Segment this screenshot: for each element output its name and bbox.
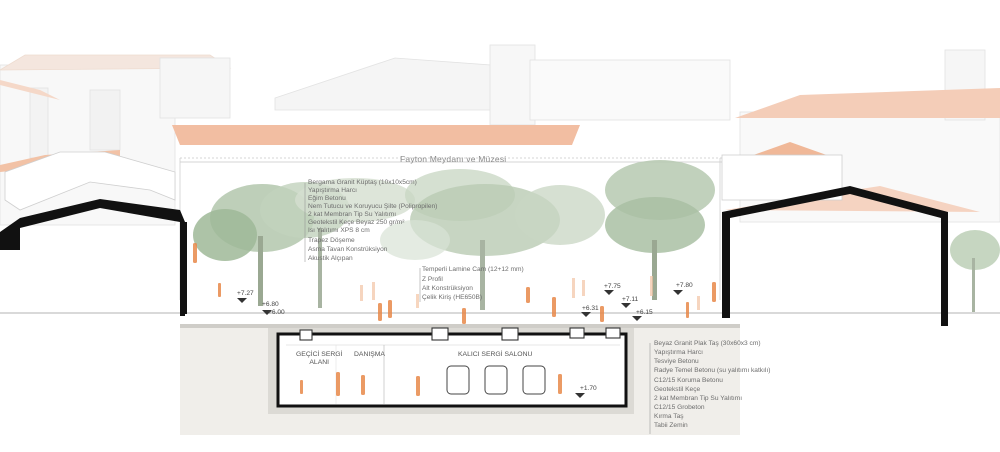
- dark-wall-sections: [0, 186, 948, 326]
- level-label: +7.27: [237, 290, 254, 297]
- roof-layer: Trapez Döşeme: [308, 237, 355, 244]
- roof-layer: Asma Tavan Konstrüksiyon: [308, 246, 388, 253]
- level-label: +6.15: [636, 309, 653, 316]
- level-label: +6.00: [268, 309, 285, 316]
- section-title: Fayton Meydanı ve Müzesi: [400, 154, 507, 164]
- level-label: +7.75: [604, 283, 621, 290]
- level-label: +6.80: [262, 301, 279, 308]
- roof-layer: Akustik Alçıpan: [308, 255, 353, 262]
- level-label: +7.80: [676, 282, 693, 289]
- roof-layer: Bergama Granit Küptaş (10x10x5cm): [308, 179, 417, 186]
- floor-layer: Yapıştırma Harcı: [654, 349, 703, 356]
- museum-box: [268, 328, 634, 414]
- level-label: +7.11: [622, 296, 639, 303]
- plaza-trees: [193, 160, 1000, 313]
- leader-lines: [304, 183, 651, 434]
- level-label: +1.70: [580, 385, 597, 392]
- faint-people: [360, 276, 700, 310]
- roof-layer: Yapıştırma Harcı: [308, 187, 357, 194]
- floor-layer: Geotekstil Keçe: [654, 386, 701, 393]
- skylights: [299, 327, 621, 341]
- roof-layer: Nem Tutucu ve Koruyucu Şilte (Polipropil…: [308, 203, 438, 210]
- floor-layer: 2 kat Membran Tip Su Yalıtımı: [654, 395, 743, 402]
- floor-layer: Kırma Taş: [654, 413, 684, 420]
- room-temporary-exhibition: GEÇİCİ SERGİ ALANI: [296, 351, 343, 367]
- floor-layer: Radye Temel Betonu (su yalıtımı katkılı): [654, 367, 771, 374]
- room-information: DANIŞMA: [354, 351, 385, 358]
- roof-layer: 2 kat Membran Tip Su Yalıtımı: [308, 211, 397, 218]
- roof-layer: Isı Yalıtımı XPS 8 cm: [308, 227, 370, 234]
- glass-layer: Z Profil: [422, 276, 443, 283]
- roof-layer: Geotekstil Keçe Beyaz 250 gr/m²: [308, 219, 405, 226]
- roof-layer: Eğim Betonu: [308, 195, 346, 202]
- level-markers: [237, 290, 683, 398]
- glass-layer: Alt Konstrüksiyon: [422, 285, 473, 292]
- floor-layer: Tesviye Betonu: [654, 358, 699, 365]
- floor-layer: Tabii Zemin: [654, 422, 688, 429]
- exhibit-carriages: [446, 365, 546, 395]
- floor-layer: Beyaz Granit Plak Taş (30x60x3 cm): [654, 340, 761, 347]
- floor-layer: C12/15 Koruma Betonu: [654, 377, 723, 384]
- background-roofs: [0, 80, 1000, 212]
- glass-layer: Temperli Lamine Cam (12+12 mm): [422, 266, 524, 273]
- side-buildings: [4, 151, 843, 211]
- room-permanent-exhibition: KALICI SERGİ SALONU: [458, 351, 533, 358]
- level-label: +6.31: [582, 305, 599, 312]
- glass-layer: Çelik Kiriş (HE650B): [422, 294, 483, 301]
- people-silhouettes: [193, 243, 716, 396]
- floor-layer: C12/15 Grobeton: [654, 404, 705, 411]
